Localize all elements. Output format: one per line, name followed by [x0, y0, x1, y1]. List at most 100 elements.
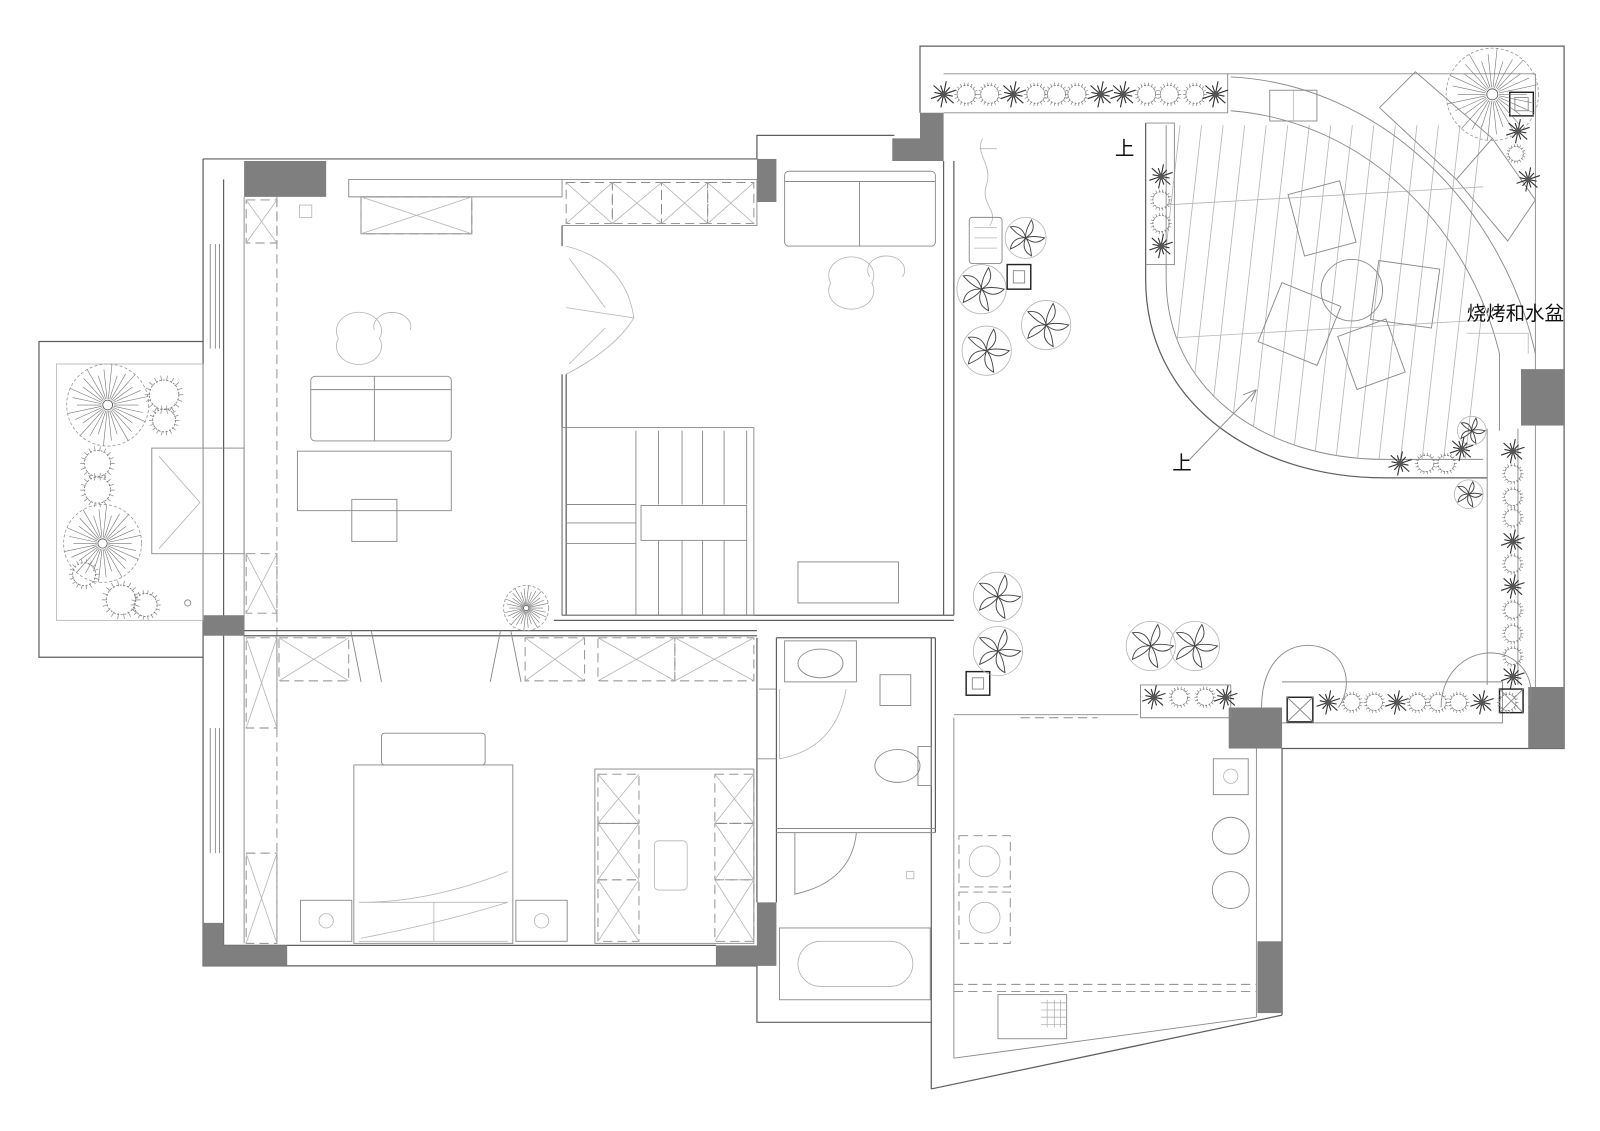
cabinet: [674, 637, 755, 682]
potted-plant: [1125, 620, 1176, 672]
round-ottomans: [828, 255, 905, 310]
spiky-plant: [1000, 81, 1027, 108]
shrub: [1435, 452, 1457, 475]
basin: [797, 648, 844, 679]
cabinet: [714, 822, 755, 881]
cabinet: [360, 196, 473, 235]
door-swing: [565, 245, 635, 375]
cabinet: [278, 637, 350, 682]
curved-bench: [1230, 76, 1536, 431]
deck-planks: [1166, 125, 1484, 460]
pillar: [203, 615, 245, 636]
cabinet: [245, 637, 278, 729]
potted-plant: [972, 626, 1023, 677]
shrub: [1044, 82, 1069, 107]
pillar: [203, 922, 288, 966]
vanity: [784, 640, 857, 683]
cabinet: [245, 199, 278, 244]
shrub: [1150, 212, 1172, 235]
floor-drain: [184, 599, 192, 607]
deck-edge-inner: [1165, 125, 1484, 460]
planter-corner-right: [1440, 652, 1532, 708]
potted-plant: [1004, 216, 1047, 259]
deck-plank: [1354, 125, 1397, 460]
spiky-plant: [1470, 690, 1494, 715]
low-cabinet: [797, 561, 899, 604]
shower-drain: [906, 871, 915, 880]
deck-plank: [1462, 125, 1484, 460]
desk: [296, 450, 452, 512]
cabinet: [597, 879, 640, 942]
pillar: [756, 158, 777, 203]
shrub: [101, 580, 141, 619]
shrub: [1183, 82, 1207, 107]
glass-partition: [879, 674, 912, 706]
shrub: [1414, 452, 1437, 475]
shrub: [1502, 553, 1524, 575]
grill: [997, 994, 1068, 1040]
spiky-plant: [1316, 690, 1341, 715]
cabinet: [611, 182, 662, 224]
shrub: [1496, 691, 1519, 714]
bbq-pointer: [1466, 332, 1529, 354]
shrub: [1168, 686, 1191, 708]
shrub: [1065, 82, 1089, 107]
plants: [63, 47, 1541, 715]
shrub: [144, 375, 184, 414]
door-swing: [779, 688, 847, 760]
cabinet: [597, 637, 676, 682]
cabinet: [707, 182, 755, 224]
small-box: [299, 204, 313, 218]
shrub: [1502, 599, 1524, 621]
cabinet: [597, 773, 640, 824]
shrub: [1427, 691, 1449, 714]
bathroom: [779, 640, 932, 1001]
shrub: [130, 590, 161, 620]
cabinet: [565, 182, 613, 224]
shrub: [69, 559, 100, 590]
cabinet: [597, 822, 640, 881]
deck-plank: [1182, 125, 1224, 460]
garden-equipment: [958, 138, 1250, 1040]
potted-plant: [1169, 620, 1220, 672]
deck-plank: [1311, 125, 1354, 460]
shrub: [80, 473, 115, 508]
bedroom: [300, 630, 755, 944]
pillar: [892, 112, 944, 161]
shrub: [1406, 691, 1429, 714]
lamp-right: [533, 913, 550, 929]
deck-plank: [1166, 125, 1181, 460]
spiky-plant: [1141, 685, 1166, 710]
bbq-sink-label: 烧烤和水盆: [1467, 302, 1564, 325]
pillar: [715, 902, 777, 966]
garden-sculpture: [979, 138, 997, 226]
cabinets: [245, 182, 755, 944]
interior-walls: [209, 160, 1257, 1023]
drain-markers: [965, 91, 1535, 723]
potted-plant: [961, 325, 1012, 376]
deck-plank: [1419, 125, 1461, 460]
staircase: [561, 427, 755, 616]
stair-arrow: [1189, 389, 1257, 460]
nightstand-left: [300, 899, 353, 942]
lounge-chair: [1337, 318, 1406, 391]
shrub: [977, 82, 1002, 107]
stair-up-label-deck: 上: [1172, 452, 1191, 475]
deck-plank: [1246, 125, 1289, 460]
exterior-walls: [38, 45, 1565, 1090]
sofa: [784, 170, 936, 247]
nightstand-right: [515, 899, 568, 942]
toilet-tank: [917, 746, 932, 786]
tree: [66, 363, 150, 447]
spiky-plant: [930, 81, 957, 108]
spiky-plant: [1149, 233, 1173, 259]
shrub: [1157, 82, 1182, 107]
round-table: [1320, 258, 1384, 322]
shrub: [1341, 691, 1363, 714]
drain-marker: [1006, 263, 1032, 290]
ottoman-pair: [336, 311, 412, 365]
spiky-plant: [1110, 81, 1136, 108]
deck-edge-outer: [1145, 123, 1488, 479]
spiky-plant: [1500, 664, 1525, 689]
spiky-plant: [1500, 574, 1525, 599]
